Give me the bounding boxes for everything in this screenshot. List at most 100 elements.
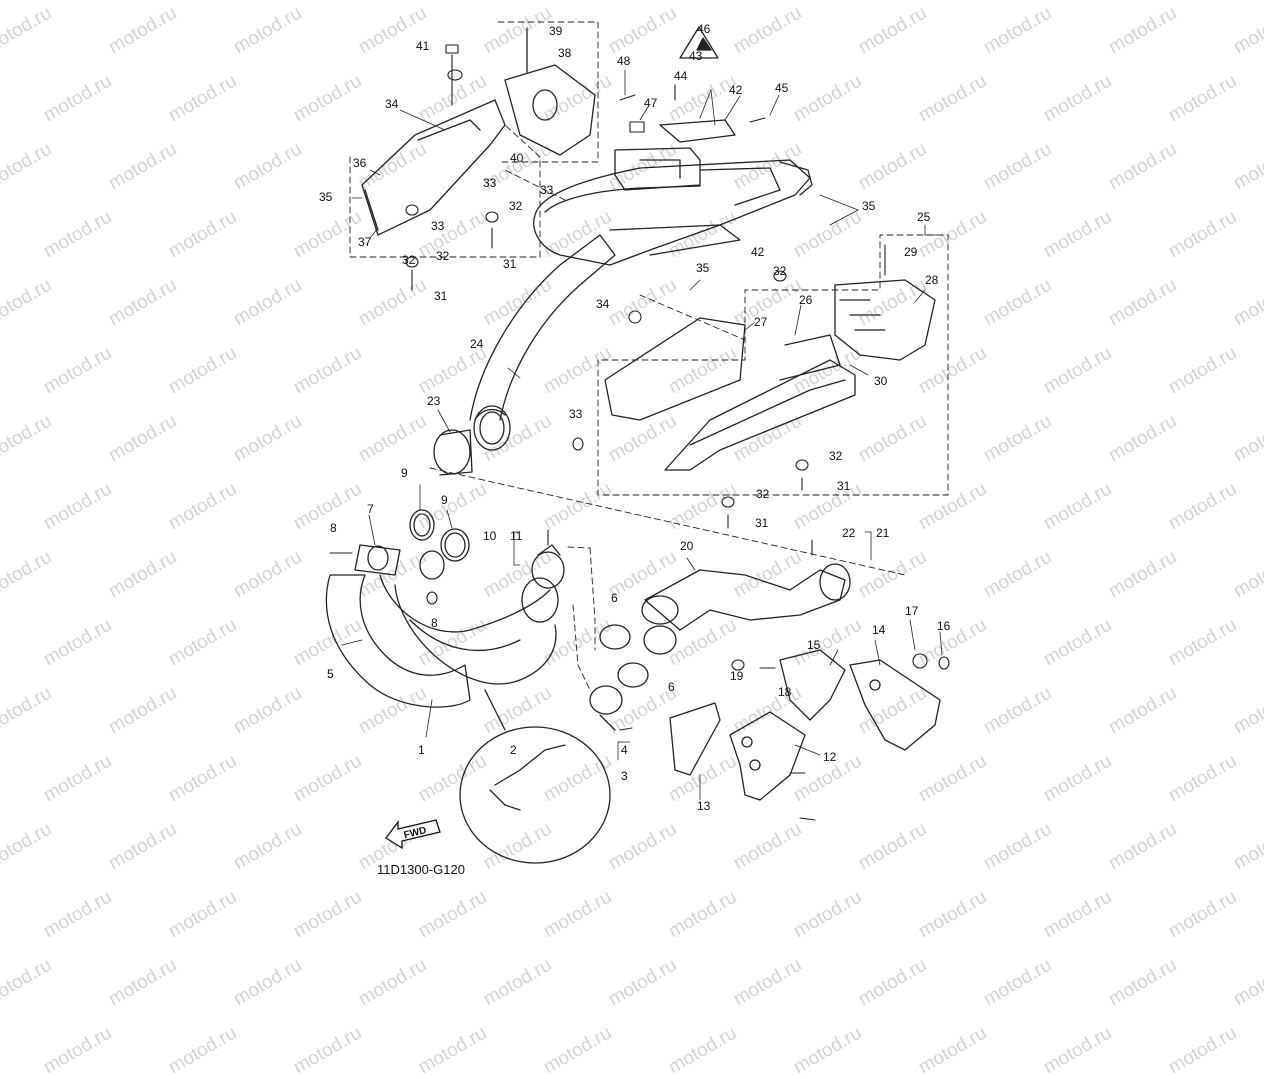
callout-7: 7 [367,502,374,516]
leader-lines [341,69,943,801]
bracket-39 [504,27,596,156]
callout-21: 21 [876,526,890,540]
callout-1: 1 [418,743,425,757]
watermark-text: motod.ru [730,954,806,1011]
watermark-text: motod.ru [415,1022,491,1079]
callout-37: 37 [358,235,372,249]
callout-34: 34 [596,297,610,311]
gaskets-9 [409,509,470,562]
fwd-label: FWD [403,825,428,841]
callout-32: 32 [773,264,787,278]
callout-30: 30 [874,374,888,388]
watermark-text: motod.ru [1105,954,1181,1011]
collector-20 [641,563,851,655]
callout-16: 16 [937,619,951,633]
mid-pipe [469,234,616,451]
callout-18: 18 [778,685,792,699]
exhaust-pipes [325,544,559,708]
callout-33: 33 [483,176,497,190]
callout-28: 28 [925,273,939,287]
bracket-43 [659,26,736,143]
muffler [533,147,813,266]
guards [669,649,941,801]
callout-17: 17 [905,604,919,618]
callout-3: 3 [621,769,628,783]
callout-31: 31 [434,289,448,303]
watermark-text: motod.ru [0,954,56,1011]
watermark-text: motod.ru [40,1022,116,1079]
callout-4: 4 [621,743,628,757]
callout-47: 47 [644,96,658,110]
callout-38: 38 [558,46,572,60]
fasteners [329,44,950,821]
callout-6: 6 [611,591,618,605]
rear-cover [361,99,506,236]
watermark-text: motod.ru [980,954,1056,1011]
watermark-text: motod.ru [105,954,181,1011]
callout-44: 44 [674,69,688,83]
muffler-cover-group-box [597,234,949,496]
watermark-text: motod.ru [1165,1022,1241,1079]
gaskets-6 [599,624,649,688]
callout-32: 32 [829,449,843,463]
callout-22: 22 [842,526,856,540]
callout-32: 32 [436,249,450,263]
callout-20: 20 [680,539,694,553]
callout-8: 8 [431,616,438,630]
watermark-text: motod.ru [790,1022,866,1079]
callout-45: 45 [775,81,789,95]
fwd-arrow-icon: FWD [385,819,441,850]
callout-10: 10 [483,529,497,543]
callout-27: 27 [754,315,768,329]
callout-33: 33 [431,219,445,233]
bracket-group-box [497,21,599,163]
diagram-code: 11D1300-G120 [377,862,465,877]
callout-5: 5 [327,667,334,681]
watermark-text: motod.ru [290,1022,366,1079]
watermark-text: motod.ru [605,954,681,1011]
callout-35: 35 [319,190,333,204]
watermark-text: motod.ru [1230,954,1264,1011]
callout-42: 42 [751,245,765,259]
callout-35: 35 [862,199,876,213]
center-line [429,467,906,576]
callout-25: 25 [917,210,931,224]
callout-26: 26 [799,293,813,307]
callout-32: 32 [756,487,770,501]
callout-46: 46 [697,22,711,36]
callout-35: 35 [696,261,710,275]
callout-14: 14 [872,623,886,637]
clamp-11 [531,544,565,589]
callout-41: 41 [416,39,430,53]
rear-cover-group-box [349,124,541,258]
callout-31: 31 [755,516,769,530]
callout-48: 48 [617,54,631,68]
watermark-text: motod.ru [540,1022,616,1079]
callout-31: 31 [503,257,517,271]
callout-34: 34 [385,97,399,111]
callout-6: 6 [668,680,675,694]
watermark-text: motod.ru [165,1022,241,1079]
exhaust-parts-diagram: motod.ru motod.ru motod.ru motod.ru motod.ru… [0,3,1264,1079]
watermark-text: motod.ru [480,954,556,1011]
callout-31: 31 [837,479,851,493]
watermark-text: motod.ru [1040,1022,1116,1079]
group-boxes [349,21,949,691]
callout-33: 33 [569,407,583,421]
exhaust-drawing [325,21,950,864]
callout-15: 15 [807,638,821,652]
callout-19: 19 [730,669,744,683]
callout-24: 24 [470,337,484,351]
clamp-3 [589,685,623,731]
callout-2: 2 [510,743,517,757]
callout-42: 42 [729,83,743,97]
callout-36: 36 [353,156,367,170]
watermark-text: motod.ru [855,954,931,1011]
callout-29: 29 [904,245,918,259]
callout-39: 39 [549,24,563,38]
watermark-text: motod.ru [230,954,306,1011]
heat-shields [604,279,936,471]
callout-40: 40 [510,151,524,165]
gasket-23 [433,429,473,476]
callout-32: 32 [509,199,523,213]
